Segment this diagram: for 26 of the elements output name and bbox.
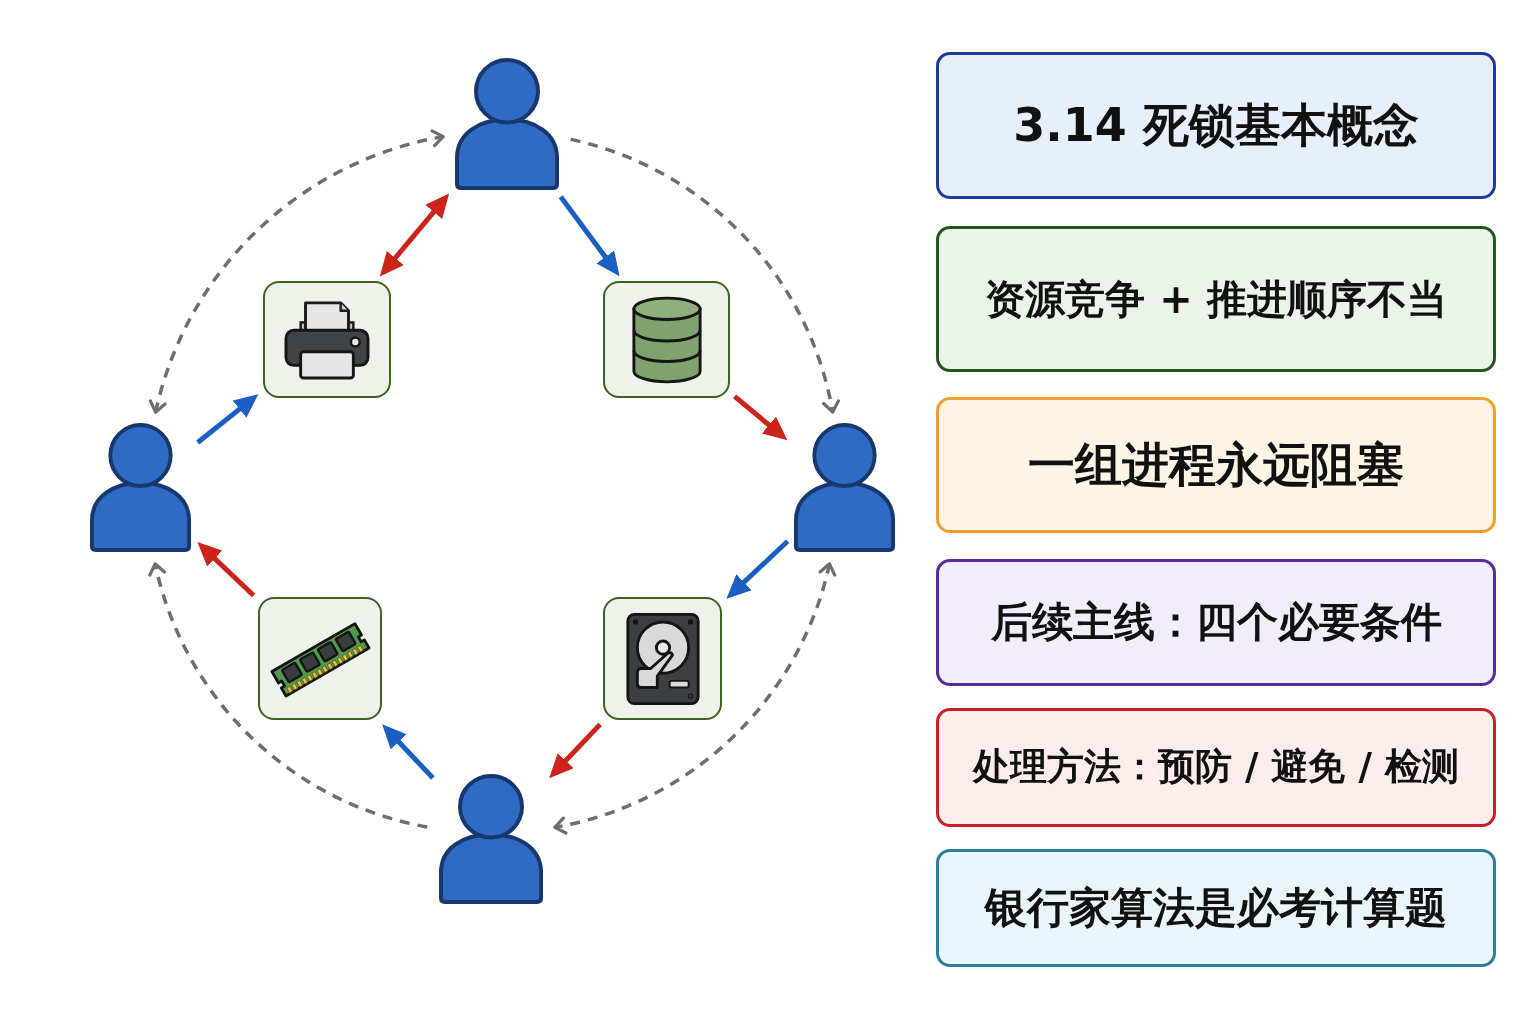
resource-tile [603,281,730,398]
arrow [379,193,450,277]
dashed-arrow [553,562,836,834]
topic-box: 一组进程永远阻塞 [936,397,1496,533]
person-icon [792,422,897,554]
arrow [549,722,602,779]
arrow [726,539,790,599]
resource-tile [603,597,722,720]
topic-box: 处理方法：预防 / 避免 / 检测 [936,708,1496,827]
topic-box: 银行家算法是必考计算题 [936,849,1496,967]
dashed-arrow [149,130,445,414]
arrow [197,541,256,598]
person-icon [437,773,545,906]
dashed-arrow [570,137,840,414]
resource-tile [263,281,391,398]
arrow [196,394,259,445]
dashed-arrow [148,562,428,829]
arrow [733,394,788,441]
resource-tile [258,597,382,720]
topic-box: 资源竞争 + 推进顺序不当 [936,226,1496,372]
topic-box: 后续主线：四个必要条件 [936,559,1496,686]
person-icon [88,422,193,554]
arrow [558,195,620,277]
arrow [382,724,435,780]
person-icon [453,57,561,192]
title-box: 3.14 死锁基本概念 [936,52,1496,199]
